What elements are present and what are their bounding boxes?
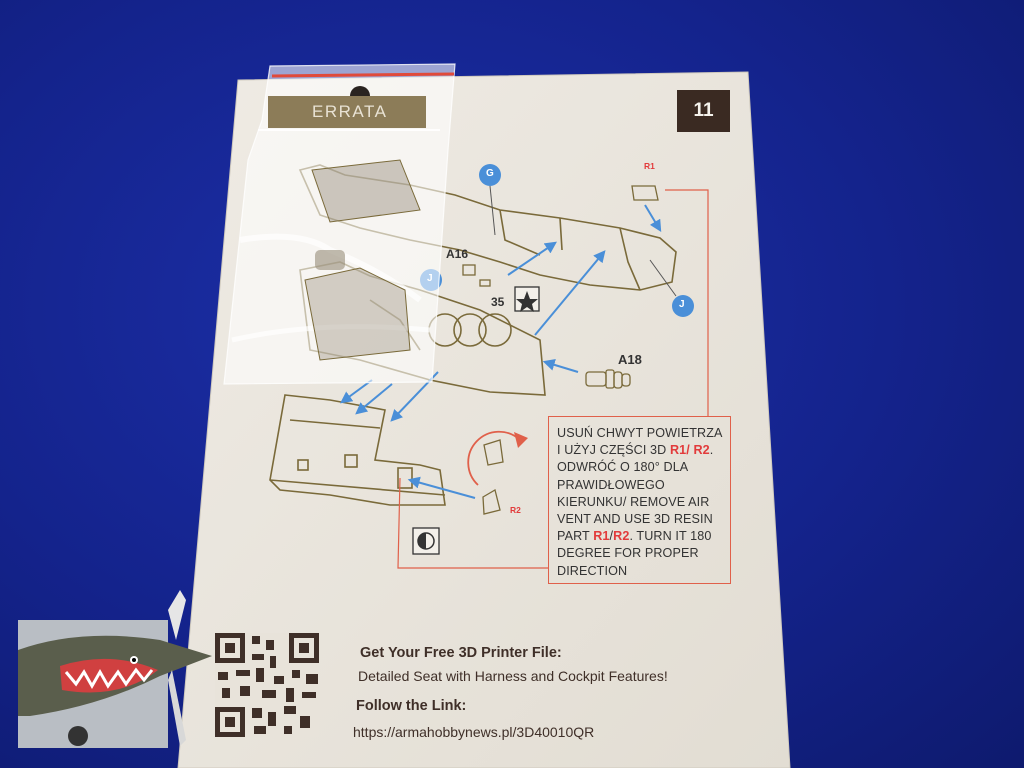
callout-j-right (649, 259, 694, 317)
part-label-35: 35 (491, 295, 505, 309)
errata-bag-label: ERRATA (312, 102, 388, 121)
note-r1-b: R1 (593, 529, 610, 544)
callout-label-g: G (486, 168, 494, 179)
note-text-3: . TURN IT 180 DEGREE FOR PROPER DIRECTIO… (557, 529, 712, 578)
callout-g (479, 164, 501, 236)
note-r2-b: R2 (613, 529, 630, 544)
rotate-arrow (467, 430, 528, 486)
promo-subtitle: Detailed Seat with Harness and Cockpit F… (358, 668, 668, 684)
paint-symbol-icon (412, 527, 440, 555)
a18-part (585, 369, 631, 389)
callout-label-j-left: J (427, 273, 433, 284)
note-r1-a: R1 (669, 443, 687, 458)
r2-part (482, 439, 504, 515)
note-text-2: . ODWRÓĆ O 180° DLA PRAWIDŁOWEGO KIERUNK… (557, 443, 714, 544)
part-label-a18: A18 (618, 352, 642, 367)
qr-code (215, 633, 319, 737)
promo-follow-label: Follow the Link: (356, 698, 467, 714)
note-slash-2: / (609, 529, 614, 544)
star-box-icon (514, 286, 540, 312)
note-slash-1: / (686, 443, 694, 458)
part-label-r1: R1 (644, 161, 655, 171)
callout-label-j-right: J (679, 299, 685, 310)
note-text-1: USUŃ CHWYT POWIETRZA I UŻYJ CZĘŚCI 3D (557, 426, 722, 458)
leader-lines (397, 189, 709, 569)
p40-model-image (18, 590, 212, 748)
page-number-badge: 11 (677, 90, 730, 132)
note-r2-a: R2 (693, 443, 710, 458)
errata-bag (223, 63, 456, 385)
assembly-arrows (340, 204, 662, 499)
promo-title: Get Your Free 3D Printer File: (360, 645, 562, 661)
promo-link[interactable]: https://armahobbynews.pl/3D40010QR (353, 724, 595, 740)
r1-part (631, 185, 659, 201)
part-label-r2: R2 (510, 505, 521, 515)
part-label-a16: A16 (446, 247, 469, 261)
instruction-note-box: USUŃ CHWYT POWIETRZA I UŻYJ CZĘŚCI 3D R1… (548, 416, 731, 584)
a16-part (462, 264, 491, 287)
